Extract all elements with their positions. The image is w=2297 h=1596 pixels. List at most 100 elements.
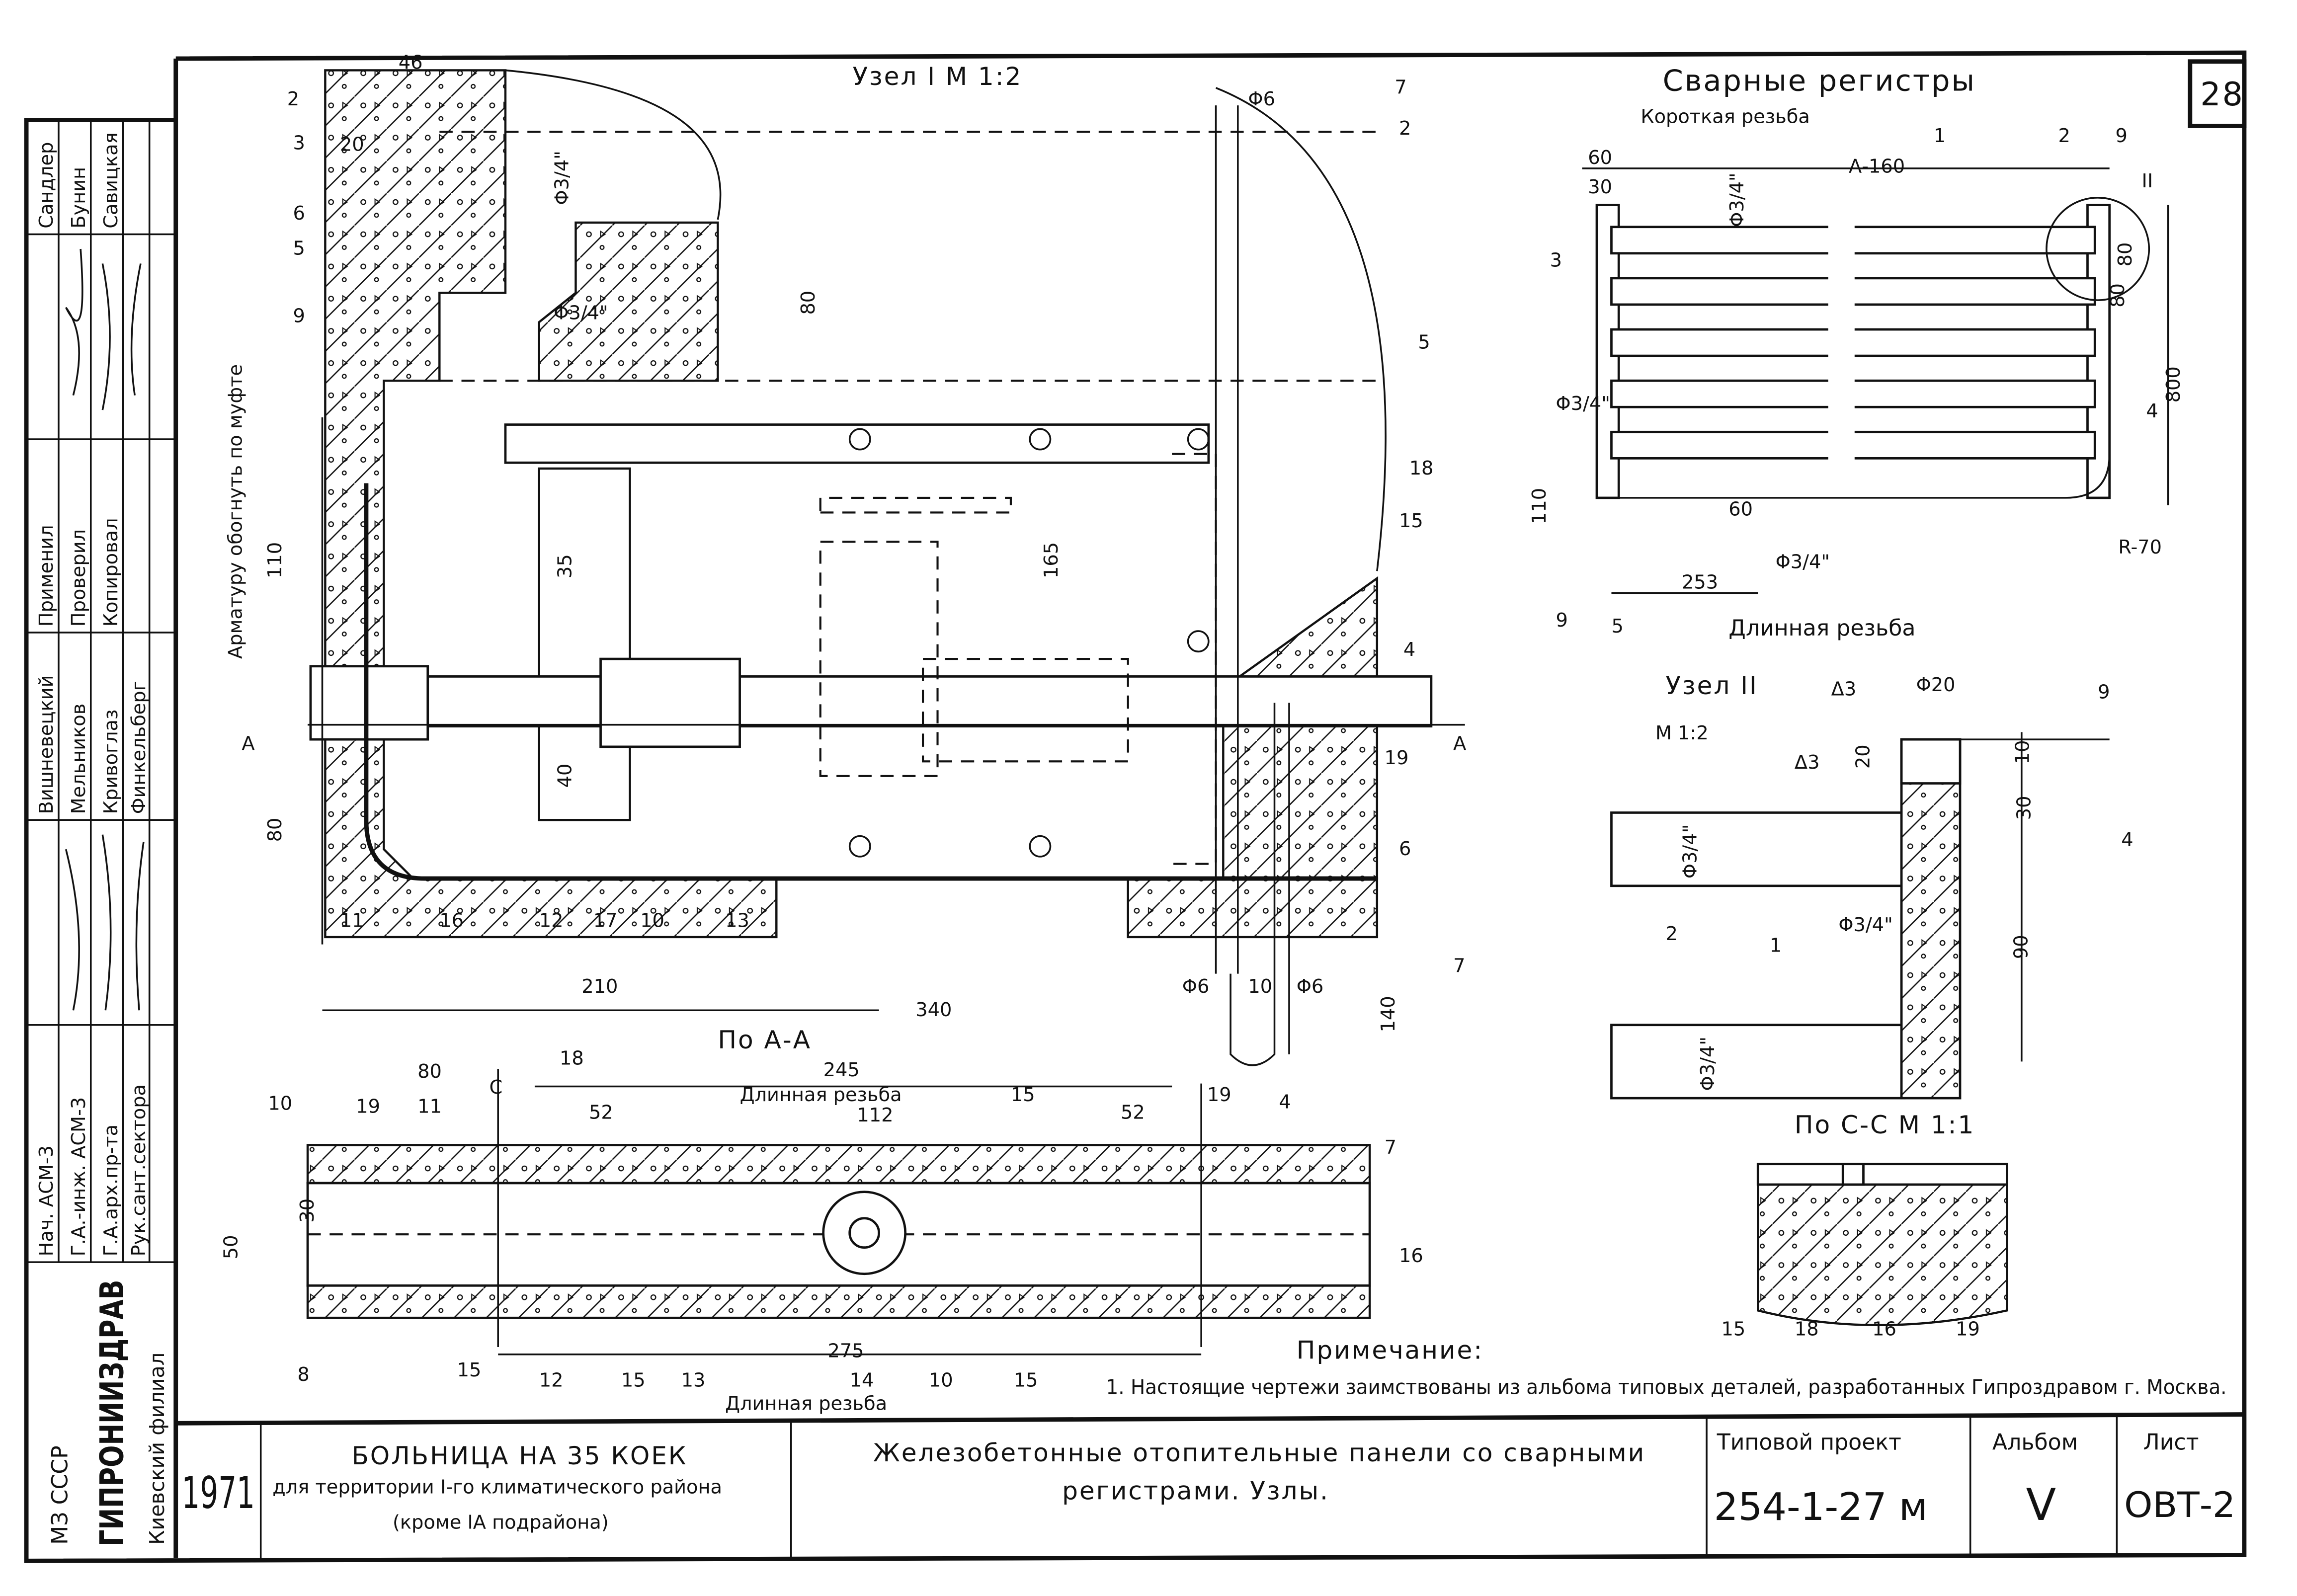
- dimension-label: 80: [797, 291, 820, 315]
- sheet-title: регистрами. Узлы.: [1062, 1476, 1329, 1506]
- dimension-label: 30: [296, 1198, 319, 1223]
- album-label: Альбом: [1992, 1430, 2078, 1455]
- dimension-label: 18: [1409, 457, 1434, 479]
- dimension-label: Φ3/4": [1697, 1037, 1719, 1091]
- dimension-label: Δ3: [1795, 751, 1820, 774]
- dimension-label: 165: [1040, 542, 1063, 578]
- dimension-label: 40: [554, 764, 576, 788]
- dimension-label: 7: [1385, 1136, 1396, 1159]
- dimension-label: 18: [560, 1047, 584, 1069]
- dimension-label: 15: [1014, 1369, 1038, 1392]
- dimension-label: II: [2142, 170, 2153, 192]
- dimension-label: Φ3/4": [554, 302, 608, 324]
- dimension-label: Φ20: [1916, 674, 1956, 696]
- dimension-label: 4: [1279, 1091, 1291, 1114]
- dimension-label: 18: [1795, 1318, 1819, 1340]
- stamp-role: Проверил: [68, 529, 90, 627]
- dimension-label: R-70: [2118, 536, 2162, 559]
- dimension-label: 35: [554, 554, 576, 578]
- note-text: 1. Настоящие чертежи заимствованы из аль…: [1106, 1375, 2227, 1399]
- dimension-label: 15: [457, 1359, 482, 1381]
- dimension-label: 6: [293, 202, 305, 225]
- dimension-label: 11: [417, 1096, 442, 1118]
- project-code: 254-1-27 м: [1714, 1485, 1928, 1529]
- dimension-label: 110: [1528, 488, 1551, 524]
- dimension-label: Φ3/4": [1838, 914, 1892, 936]
- dimension-label: 10: [929, 1369, 953, 1392]
- dimension-label: 52: [589, 1101, 613, 1123]
- long-thread-label: Длинная резьба: [740, 1084, 902, 1106]
- node-1-heading: Узел I М 1:2: [853, 62, 1023, 91]
- stamp-name: Финкельберг: [128, 681, 150, 814]
- note-title: Примечание:: [1297, 1336, 1483, 1365]
- dimension-label: 5: [293, 238, 305, 260]
- dimension-label: 9: [293, 305, 305, 327]
- section-cc-heading: По С-С М 1:1: [1795, 1110, 1975, 1139]
- album-value: V: [2026, 1479, 2056, 1530]
- dimension-label: 14: [850, 1369, 874, 1392]
- stamp-name: Вишневецкий: [35, 675, 58, 814]
- sheet-number: 28: [2200, 76, 2244, 113]
- dimension-label: 13: [725, 909, 749, 932]
- dimension-label: Φ3/4": [1776, 551, 1830, 573]
- dimension-label: 800: [2162, 366, 2185, 402]
- dimension-label: 80: [417, 1060, 442, 1083]
- section-aa-heading: По А-А: [718, 1025, 812, 1054]
- dimension-label: 60: [1588, 147, 1612, 169]
- dimension-label: 9: [2115, 125, 2127, 147]
- dimension-label: 15: [621, 1369, 646, 1392]
- node-2-heading: Узел II: [1666, 671, 1758, 700]
- welded-registers-drawing: [1582, 167, 2169, 594]
- dimension-label: Φ3/4": [551, 151, 574, 205]
- dimension-label: А: [242, 732, 254, 755]
- dimension-label: 80: [2107, 283, 2129, 308]
- registers-heading: Сварные регистры: [1663, 64, 1976, 98]
- dimension-label: 50: [220, 1235, 243, 1260]
- project-name: БОЛЬНИЦА НА 35 КОЕК: [351, 1441, 687, 1470]
- dimension-label: 1: [1770, 934, 1782, 957]
- sheet-frame: [24, 50, 2247, 1563]
- long-thread-label: Длинная резьба: [1728, 616, 1915, 641]
- dimension-label: 80: [264, 818, 286, 842]
- dimension-label: 6: [1399, 838, 1411, 860]
- org-name: ГИПРОНИИЗДРАВ: [94, 1279, 131, 1546]
- dimension-label: 8: [297, 1363, 309, 1386]
- stamp-role: Рук.сант.сектора: [128, 1084, 150, 1256]
- signature-bottom: [65, 834, 145, 1011]
- dimension-label: 1: [1934, 125, 1946, 147]
- rebar-note: Арматуру обогнуть по муфте: [224, 364, 246, 659]
- dimension-label: 16: [439, 909, 464, 932]
- stamp-role: Нач. АСМ-3: [35, 1145, 58, 1256]
- dimension-label: 19: [356, 1096, 380, 1118]
- node-1-drawing: [308, 69, 1465, 1066]
- stamp-name: Мельников: [68, 704, 90, 814]
- sheet-label: Лист: [2143, 1430, 2199, 1455]
- dimension-label: 7: [1395, 77, 1406, 99]
- org-ministry: МЗ СССР: [48, 1445, 73, 1545]
- dimension-label: 9: [2098, 681, 2110, 704]
- node-2-scale: М 1:2: [1655, 722, 1709, 744]
- dimension-label: 210: [581, 975, 618, 998]
- dimension-label: 80: [2114, 242, 2136, 267]
- dimension-label: 253: [1682, 571, 1718, 594]
- dimension-label: 17: [593, 909, 618, 932]
- dimension-label: 10: [268, 1093, 292, 1115]
- dimension-label: А: [1453, 732, 1466, 755]
- dimension-label: 16: [1399, 1245, 1423, 1267]
- dimension-label: 112: [857, 1104, 893, 1126]
- dimension-label: 4: [1403, 638, 1415, 661]
- dimension-label: 4: [2146, 400, 2158, 422]
- dimension-label: 19: [1956, 1318, 1980, 1340]
- dimension-label: Φ3/4": [1556, 393, 1610, 415]
- dimension-label: Φ3/4": [1679, 824, 1701, 878]
- dimension-label: 140: [1377, 996, 1399, 1032]
- long-thread-label: Длинная резьба: [725, 1393, 887, 1415]
- project-subtitle: (кроме IА подрайона): [393, 1511, 609, 1533]
- year: 1971: [182, 1467, 255, 1518]
- stamp-role: Копировал: [100, 518, 122, 627]
- dimension-label: 5: [1418, 331, 1430, 353]
- dimension-label: 15: [1399, 510, 1423, 532]
- dimension-label: 60: [1728, 498, 1753, 520]
